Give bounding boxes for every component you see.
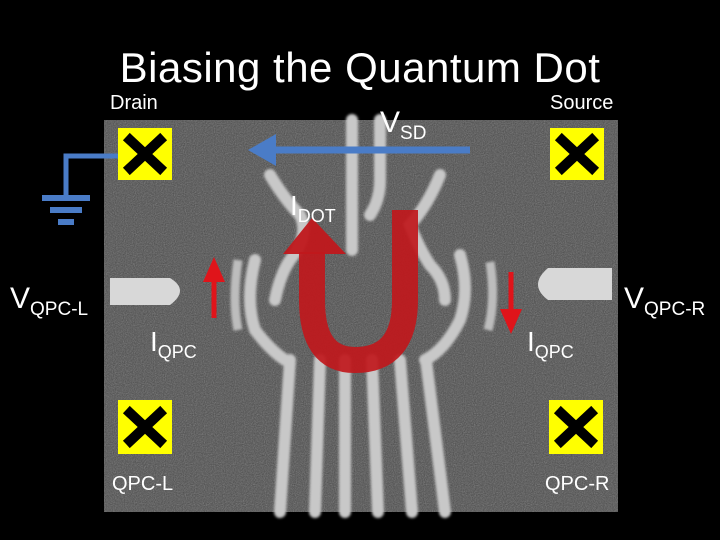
idot-arrow-icon (283, 210, 418, 374)
qpc-l-label: QPC-L (112, 473, 174, 495)
x-contact-icon (122, 132, 168, 176)
iqpc-right-arrow-icon (500, 272, 522, 334)
vqpc-r-label: VQPC-R (624, 282, 706, 320)
vsd-arrow-icon (248, 134, 470, 166)
x-contact-icon (553, 405, 599, 449)
qpc-right-gate (538, 268, 612, 300)
contact-qpc-right (549, 400, 603, 454)
x-contact-icon (554, 132, 600, 176)
qpc-left-gate (110, 278, 180, 305)
drain-label: Drain (110, 92, 158, 114)
qpc-r-label: QPC-R (545, 473, 610, 495)
gate-electrodes (244, 114, 471, 518)
contact-qpc-left (118, 400, 172, 454)
contact-source (550, 128, 604, 180)
iqpc-left-arrow-icon (203, 257, 225, 318)
slide-title: Biasing the Quantum Dot (119, 44, 601, 91)
vsd-label: VSD (380, 106, 427, 144)
iqpc-left-label: IQPC (150, 326, 197, 362)
x-contact-icon (122, 405, 168, 449)
idot-label: IDOT (290, 190, 336, 226)
iqpc-right-label: IQPC (527, 326, 574, 362)
source-label: Source (550, 92, 614, 114)
vqpc-l-label: VQPC-L (10, 282, 89, 320)
contact-drain (118, 128, 172, 180)
ground-icon (42, 153, 118, 225)
sem-micrograph (104, 114, 618, 518)
